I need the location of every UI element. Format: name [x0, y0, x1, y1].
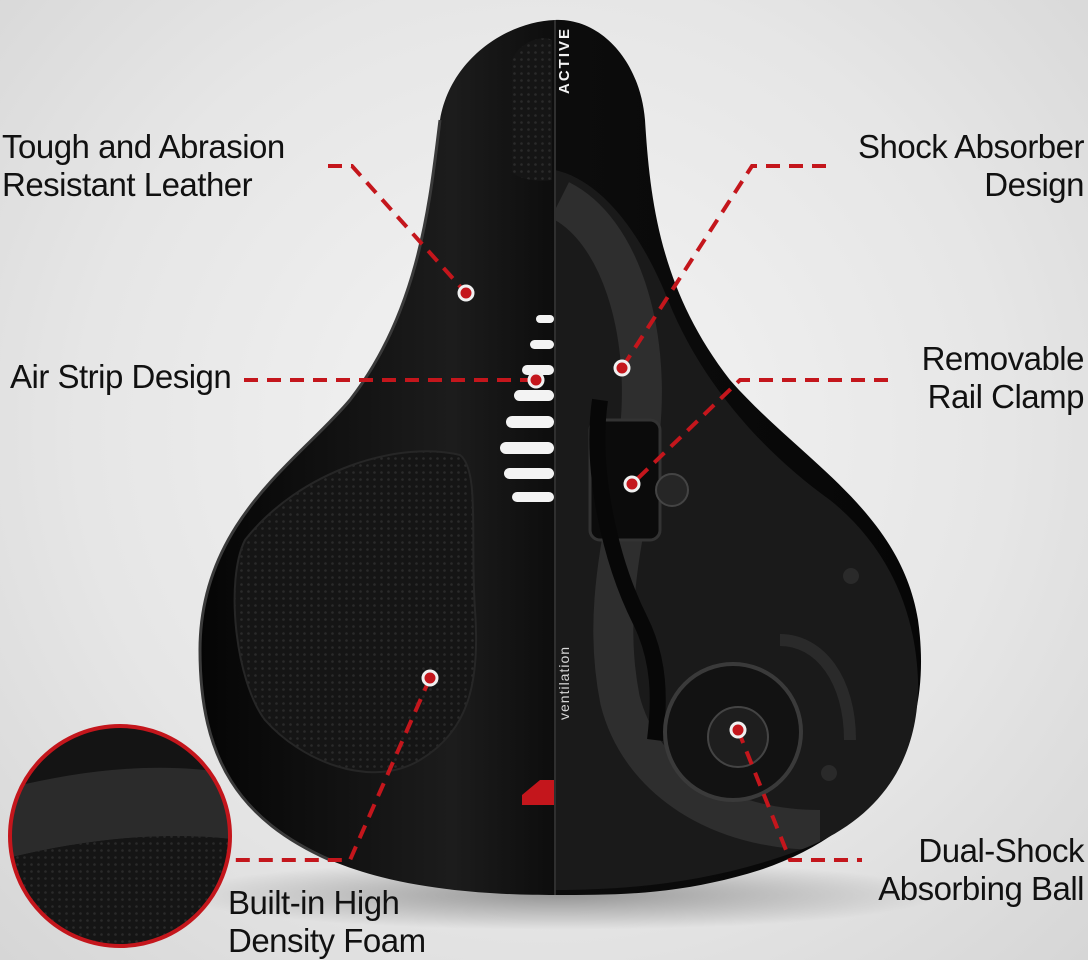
seat-texture-panel [233, 450, 478, 774]
leader-foam [228, 677, 432, 862]
callout-rail-line-1: Removable [921, 340, 1085, 377]
callout-leather-line-2: Resistant Leather [2, 166, 253, 203]
callout-shock: Shock Absorber Design [858, 128, 1084, 204]
callout-leather-line-1: Tough and Abrasion [2, 128, 285, 165]
callout-shock-line-2: Design [984, 166, 1084, 203]
saddle-rim-highlight [198, 119, 442, 862]
callout-air-line-1: Air Strip Design [10, 358, 232, 395]
callout-ball-line-1: Dual-Shock [918, 832, 1084, 869]
callout-leaders [228, 164, 888, 862]
brand-ventilation-text: ventilation [556, 645, 572, 720]
callout-foam-line-2: Density Foam [228, 922, 426, 959]
foam-inset-circle [8, 724, 232, 948]
dot-ball [729, 721, 747, 739]
brand-active-text: ACTIVE [556, 26, 573, 94]
ground-shadow [180, 860, 940, 930]
callout-foam-line-1: Built-in High [228, 884, 400, 921]
air-strip-vents [500, 315, 554, 502]
callout-shock-line-1: Shock Absorber [858, 128, 1084, 165]
dot-rail [623, 475, 641, 493]
nose-texture-panel [512, 38, 552, 181]
callout-foam: Built-in High Density Foam [228, 884, 426, 960]
callout-rail: Removable Rail Clamp [921, 340, 1085, 416]
callout-air: Air Strip Design [10, 358, 232, 396]
dot-air [527, 371, 545, 389]
tail-red-accent [522, 780, 554, 805]
callout-dots [421, 284, 747, 739]
leader-shock [620, 164, 826, 370]
leader-rail [630, 378, 888, 486]
callout-ball-line-2: Absorbing Ball [878, 870, 1084, 907]
dot-leather [457, 284, 475, 302]
callout-ball: Dual-Shock Absorbing Ball [878, 832, 1084, 908]
dot-foam [421, 669, 439, 687]
dot-shock [613, 359, 631, 377]
leader-ball [736, 729, 862, 862]
callout-rail-line-2: Rail Clamp [927, 378, 1085, 415]
leader-leather [328, 164, 468, 295]
callout-leather: Tough and Abrasion Resistant Leather [2, 128, 285, 204]
